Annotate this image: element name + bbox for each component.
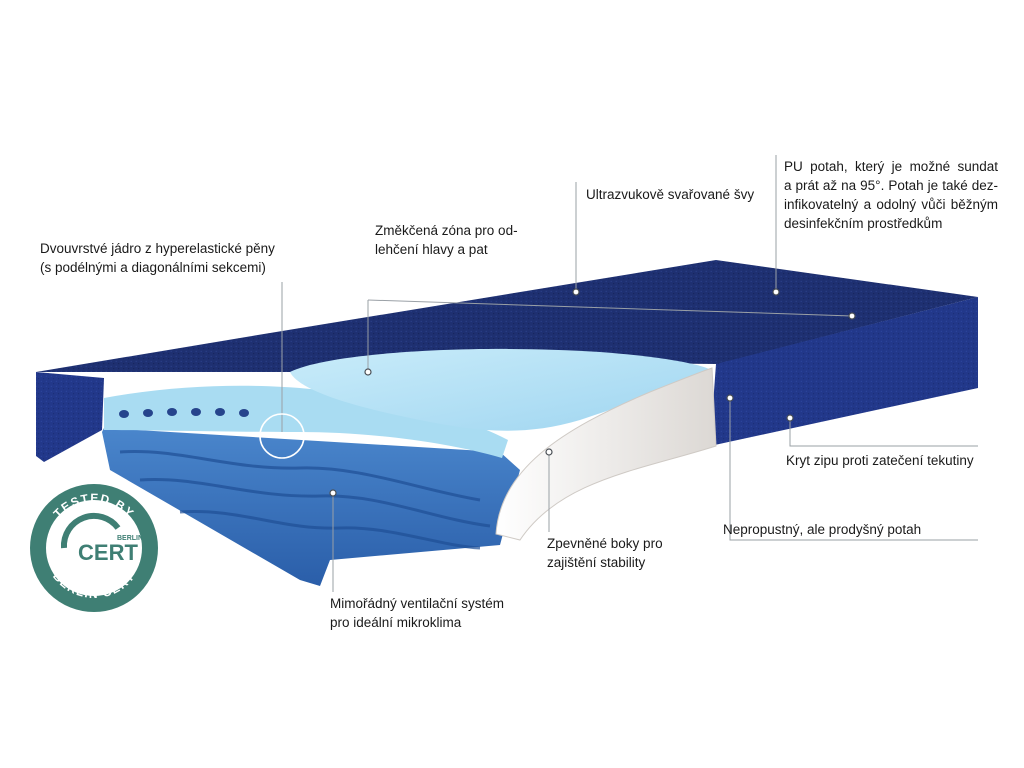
cover-top-surface [36,260,978,372]
label-soft-zone-line-2: lehčení hlavy a pat [375,242,488,257]
berlin-cert-badge: TESTED BY BERLIN CERT CERT BERLIN [30,484,158,612]
label-breathable: Nepropustný, ale prodyšný potah [723,520,921,539]
label-ventilation: Mimořádný ventilační systém pro ideální … [330,594,504,632]
label-soft-zone: Změkčená zóna pro od- lehčení hlavy a pa… [375,221,518,259]
label-cover-line-3: infikovatelný a odolný vůči běžným [784,197,998,212]
label-cover-line-4: desinfekčním prostředkům [784,216,943,231]
label-cover-line-1: PU potah, který je možné sundat [784,159,998,174]
label-breathable-line-1: Nepropustný, ale prodyšný potah [723,522,922,537]
core-perforations [119,408,249,418]
label-cover: PU potah, který je možné sundat a prát a… [784,157,998,233]
leader-lines [281,155,978,592]
foam-core-upper [104,385,508,458]
label-core-line-1: Dvouvrstvé jádro z hyperelastické pěny [40,241,275,256]
cover-left-side [36,372,104,462]
soft-zone [290,348,713,431]
label-cover-line-2: a prát až na 95°. Potah je také dez- [784,178,998,193]
label-core-line-2: (s podélnými a diagonálními sekcemi) [40,260,266,275]
label-core: Dvouvrstvé jádro z hyperelastické pěny (… [40,239,275,277]
label-seams-line-1: Ultrazvukově svařované švy [586,187,755,202]
label-sides-line-2: zajištění stability [547,555,646,570]
badge-logo-text: CERT [78,540,138,565]
label-ventilation-line-1: Mimořádný ventilační systém [330,596,505,611]
label-sides-line-1: Zpevněné boky pro [547,536,663,551]
leader-dots [329,288,856,497]
label-zip: Kryt zipu proti zatečení tekutiny [786,451,974,470]
label-ventilation-line-2: pro ideální mikroklima [330,615,462,630]
foam-core-lower [102,428,520,586]
highlight-circle [259,413,305,459]
cover-end-face [710,297,978,446]
badge-logo-small: BERLIN [117,535,143,542]
label-sides: Zpevněné boky pro zajištění stability [547,534,663,572]
reinforced-edge [495,367,717,541]
label-seams: Ultrazvukově svařované švy [586,185,754,204]
label-zip-line-1: Kryt zipu proti zatečení tekutiny [786,453,974,468]
ventilation-grooves [119,450,491,550]
label-soft-zone-line-1: Změkčená zóna pro od- [375,223,518,238]
